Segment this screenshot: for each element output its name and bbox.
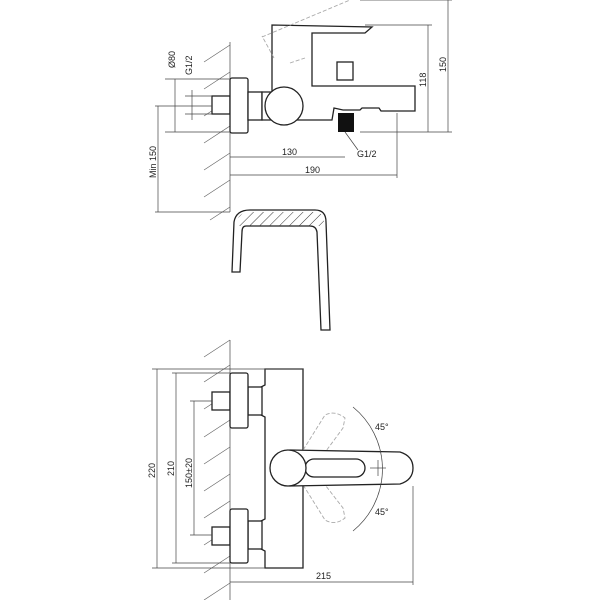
dim-depth-front: 215 bbox=[316, 571, 331, 581]
dim-outlet-thread: G1/2 bbox=[357, 149, 377, 159]
angle-down-label: 45° bbox=[375, 507, 389, 517]
dim-height-total: 150 bbox=[438, 57, 448, 72]
dim-height-body: 118 bbox=[418, 73, 428, 87]
dim-inlet-spacing: 150±20 bbox=[184, 458, 194, 488]
outlet-thread bbox=[338, 113, 354, 132]
side-view: Ø80 G1/2 Min 150 130 190 G1/2 118 150 bbox=[148, 0, 452, 221]
front-dimensions: 220 210 150±20 215 bbox=[147, 368, 414, 585]
handle-section bbox=[231, 209, 331, 331]
side-dimensions: Ø80 G1/2 Min 150 130 190 G1/2 118 150 bbox=[148, 0, 452, 213]
dim-height-total-front: 220 bbox=[147, 463, 157, 478]
angle-up-label: 45° bbox=[375, 422, 389, 432]
front-view: 45° 45° 220 210 150±20 215 bbox=[147, 339, 414, 600]
dim-depth: 190 bbox=[305, 165, 320, 175]
wall bbox=[203, 42, 231, 221]
faucet-side bbox=[211, 0, 416, 134]
dim-height-rosettes: 210 bbox=[166, 461, 176, 476]
faucet-front: 45° 45° bbox=[211, 368, 414, 569]
wall-front bbox=[203, 339, 231, 600]
dim-diameter: Ø80 bbox=[167, 51, 177, 68]
dim-min-height: Min 150 bbox=[148, 146, 158, 178]
dim-inlet-thread: G1/2 bbox=[184, 55, 194, 75]
dim-outlet-distance: 130 bbox=[282, 147, 297, 157]
